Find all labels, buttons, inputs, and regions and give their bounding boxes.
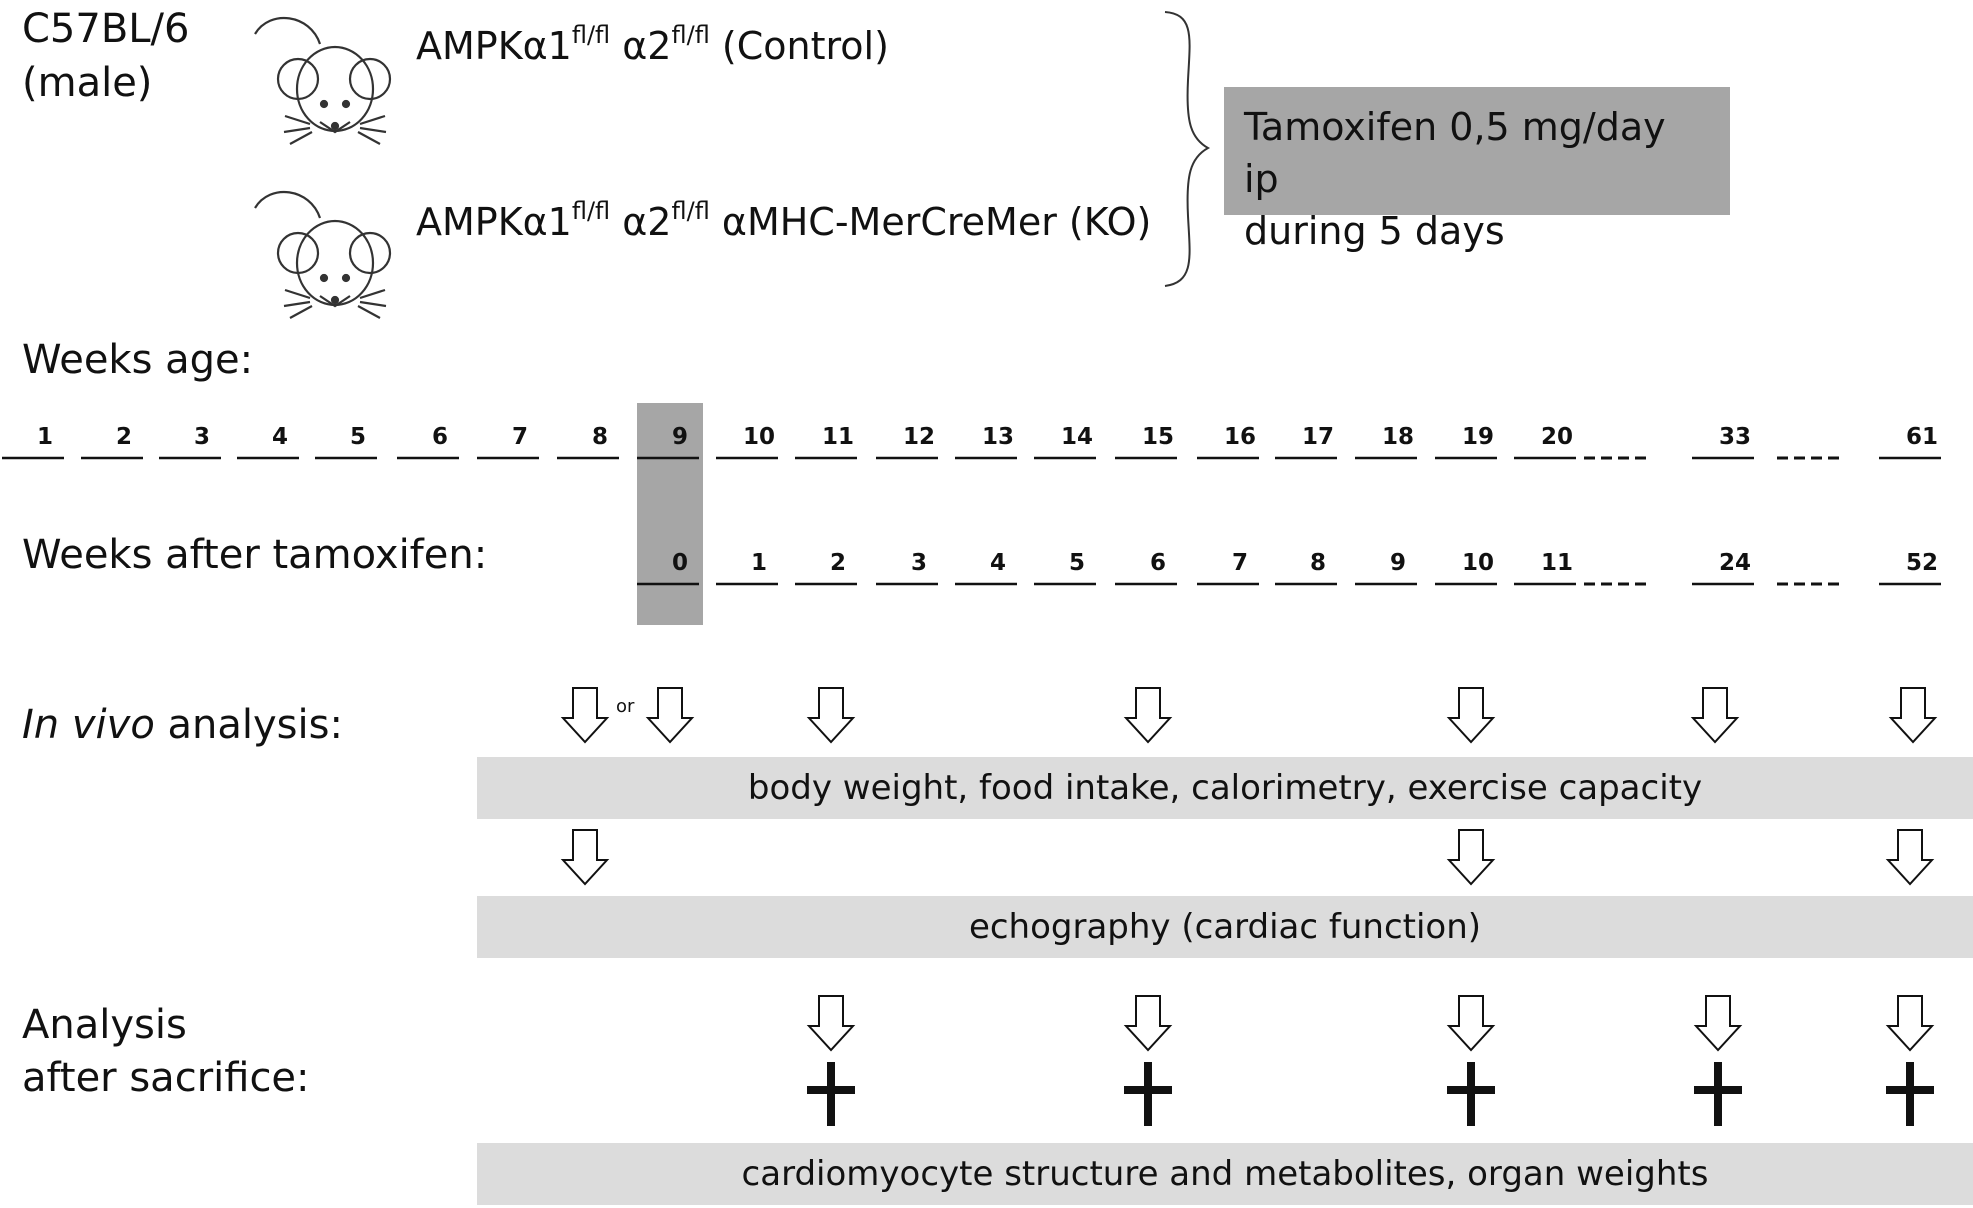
weeks-age-tick-label: 18: [1381, 424, 1415, 450]
sacrifice-label-line-2: after sacrifice:: [22, 1055, 310, 1101]
weeks-age-tick-label: 33: [1718, 424, 1752, 450]
strain-label: C57BL/6: [22, 6, 190, 52]
weeks-age-tick-label: 8: [591, 424, 609, 450]
weeks-after-tick-label: 6: [1149, 550, 1167, 576]
down-arrow-icon: [1446, 995, 1496, 1052]
band-in-vivo: body weight, food intake, calorimetry, e…: [477, 757, 1973, 819]
cross-icon: [1694, 1062, 1742, 1126]
weeks-age-tick-label: 13: [981, 424, 1015, 450]
cross-icon: [1447, 1062, 1495, 1126]
weeks-after-tick-label: 0: [671, 550, 689, 576]
down-arrow-icon: [1446, 687, 1496, 744]
down-arrow-icon: [560, 687, 610, 744]
down-arrow-icon: [1123, 687, 1173, 744]
down-arrow-icon: [645, 687, 695, 744]
down-arrow-icon: [1123, 995, 1173, 1052]
tamoxifen-start-highlight: [637, 403, 703, 625]
weeks-after-tick-label: 5: [1068, 550, 1086, 576]
weeks-age-tick-label: 3: [193, 424, 211, 450]
weeks-after-tick-label: 52: [1905, 550, 1939, 576]
sacrifice-label-line-1: Analysis: [22, 1002, 187, 1048]
weeks-after-tick-label: 9: [1389, 550, 1407, 576]
weeks-age-tick-label: 11: [821, 424, 855, 450]
weeks-after-tick-label: 8: [1309, 550, 1327, 576]
band-echography: echography (cardiac function): [477, 896, 1973, 958]
treatment-line-2: during 5 days: [1244, 209, 1505, 253]
weeks-age-tick-label: 6: [431, 424, 449, 450]
sex-label: (male): [22, 60, 153, 106]
down-arrow-icon: [1888, 687, 1938, 744]
down-arrow-icon: [806, 687, 856, 744]
weeks-after-tick-label: 2: [829, 550, 847, 576]
weeks-after-tick-label: 1: [750, 550, 768, 576]
or-label: or: [616, 696, 635, 717]
weeks-after-tick-label: 3: [910, 550, 928, 576]
genotype-ko: AMPKα1fl/fl α2fl/fl αMHC-MerCreMer (KO): [416, 197, 1152, 244]
weeks-after-tick-label: 24: [1718, 550, 1752, 576]
down-arrow-icon: [1690, 687, 1740, 744]
down-arrow-icon: [560, 829, 610, 886]
weeks-age-tick-label: 61: [1905, 424, 1939, 450]
weeks-age-tick-label: 17: [1301, 424, 1335, 450]
down-arrow-icon: [1693, 995, 1743, 1052]
down-arrow-icon: [1885, 829, 1935, 886]
weeks-age-tick-label: 4: [271, 424, 289, 450]
weeks-age-tick-label: 7: [511, 424, 529, 450]
weeks-after-tick-label: 11: [1540, 550, 1574, 576]
in-vivo-label: In vivo analysis:: [22, 702, 343, 748]
down-arrow-icon: [806, 995, 856, 1052]
band-sacrifice: cardiomyocyte structure and metabolites,…: [477, 1143, 1973, 1205]
weeks-age-tick-label: 5: [349, 424, 367, 450]
down-arrow-icon: [1885, 995, 1935, 1052]
weeks-age-tick-label: 14: [1060, 424, 1094, 450]
cross-icon: [807, 1062, 855, 1126]
weeks-after-label: Weeks after tamoxifen:: [22, 532, 488, 578]
down-arrow-icon: [1446, 829, 1496, 886]
weeks-after-tick-label: 10: [1461, 550, 1495, 576]
weeks-after-tick-label: 7: [1231, 550, 1249, 576]
weeks-age-tick-label: 9: [671, 424, 689, 450]
treatment-line-1: Tamoxifen 0,5 mg/day ip: [1244, 105, 1666, 201]
weeks-age-tick-label: 10: [742, 424, 776, 450]
weeks-age-tick-label: 20: [1540, 424, 1574, 450]
weeks-age-tick-label: 16: [1223, 424, 1257, 450]
genotype-control: AMPKα1fl/fl α2fl/fl (Control): [416, 21, 889, 68]
weeks-after-tick-label: 4: [989, 550, 1007, 576]
weeks-age-tick-label: 15: [1141, 424, 1175, 450]
weeks-age-tick-label: 2: [115, 424, 133, 450]
cross-icon: [1124, 1062, 1172, 1126]
weeks-age-label: Weeks age:: [22, 337, 254, 383]
weeks-age-tick-label: 1: [36, 424, 54, 450]
weeks-age-tick-label: 12: [902, 424, 936, 450]
weeks-age-tick-label: 19: [1461, 424, 1495, 450]
tamoxifen-treatment-box: Tamoxifen 0,5 mg/day ip during 5 days: [1224, 87, 1730, 253]
cross-icon: [1886, 1062, 1934, 1126]
